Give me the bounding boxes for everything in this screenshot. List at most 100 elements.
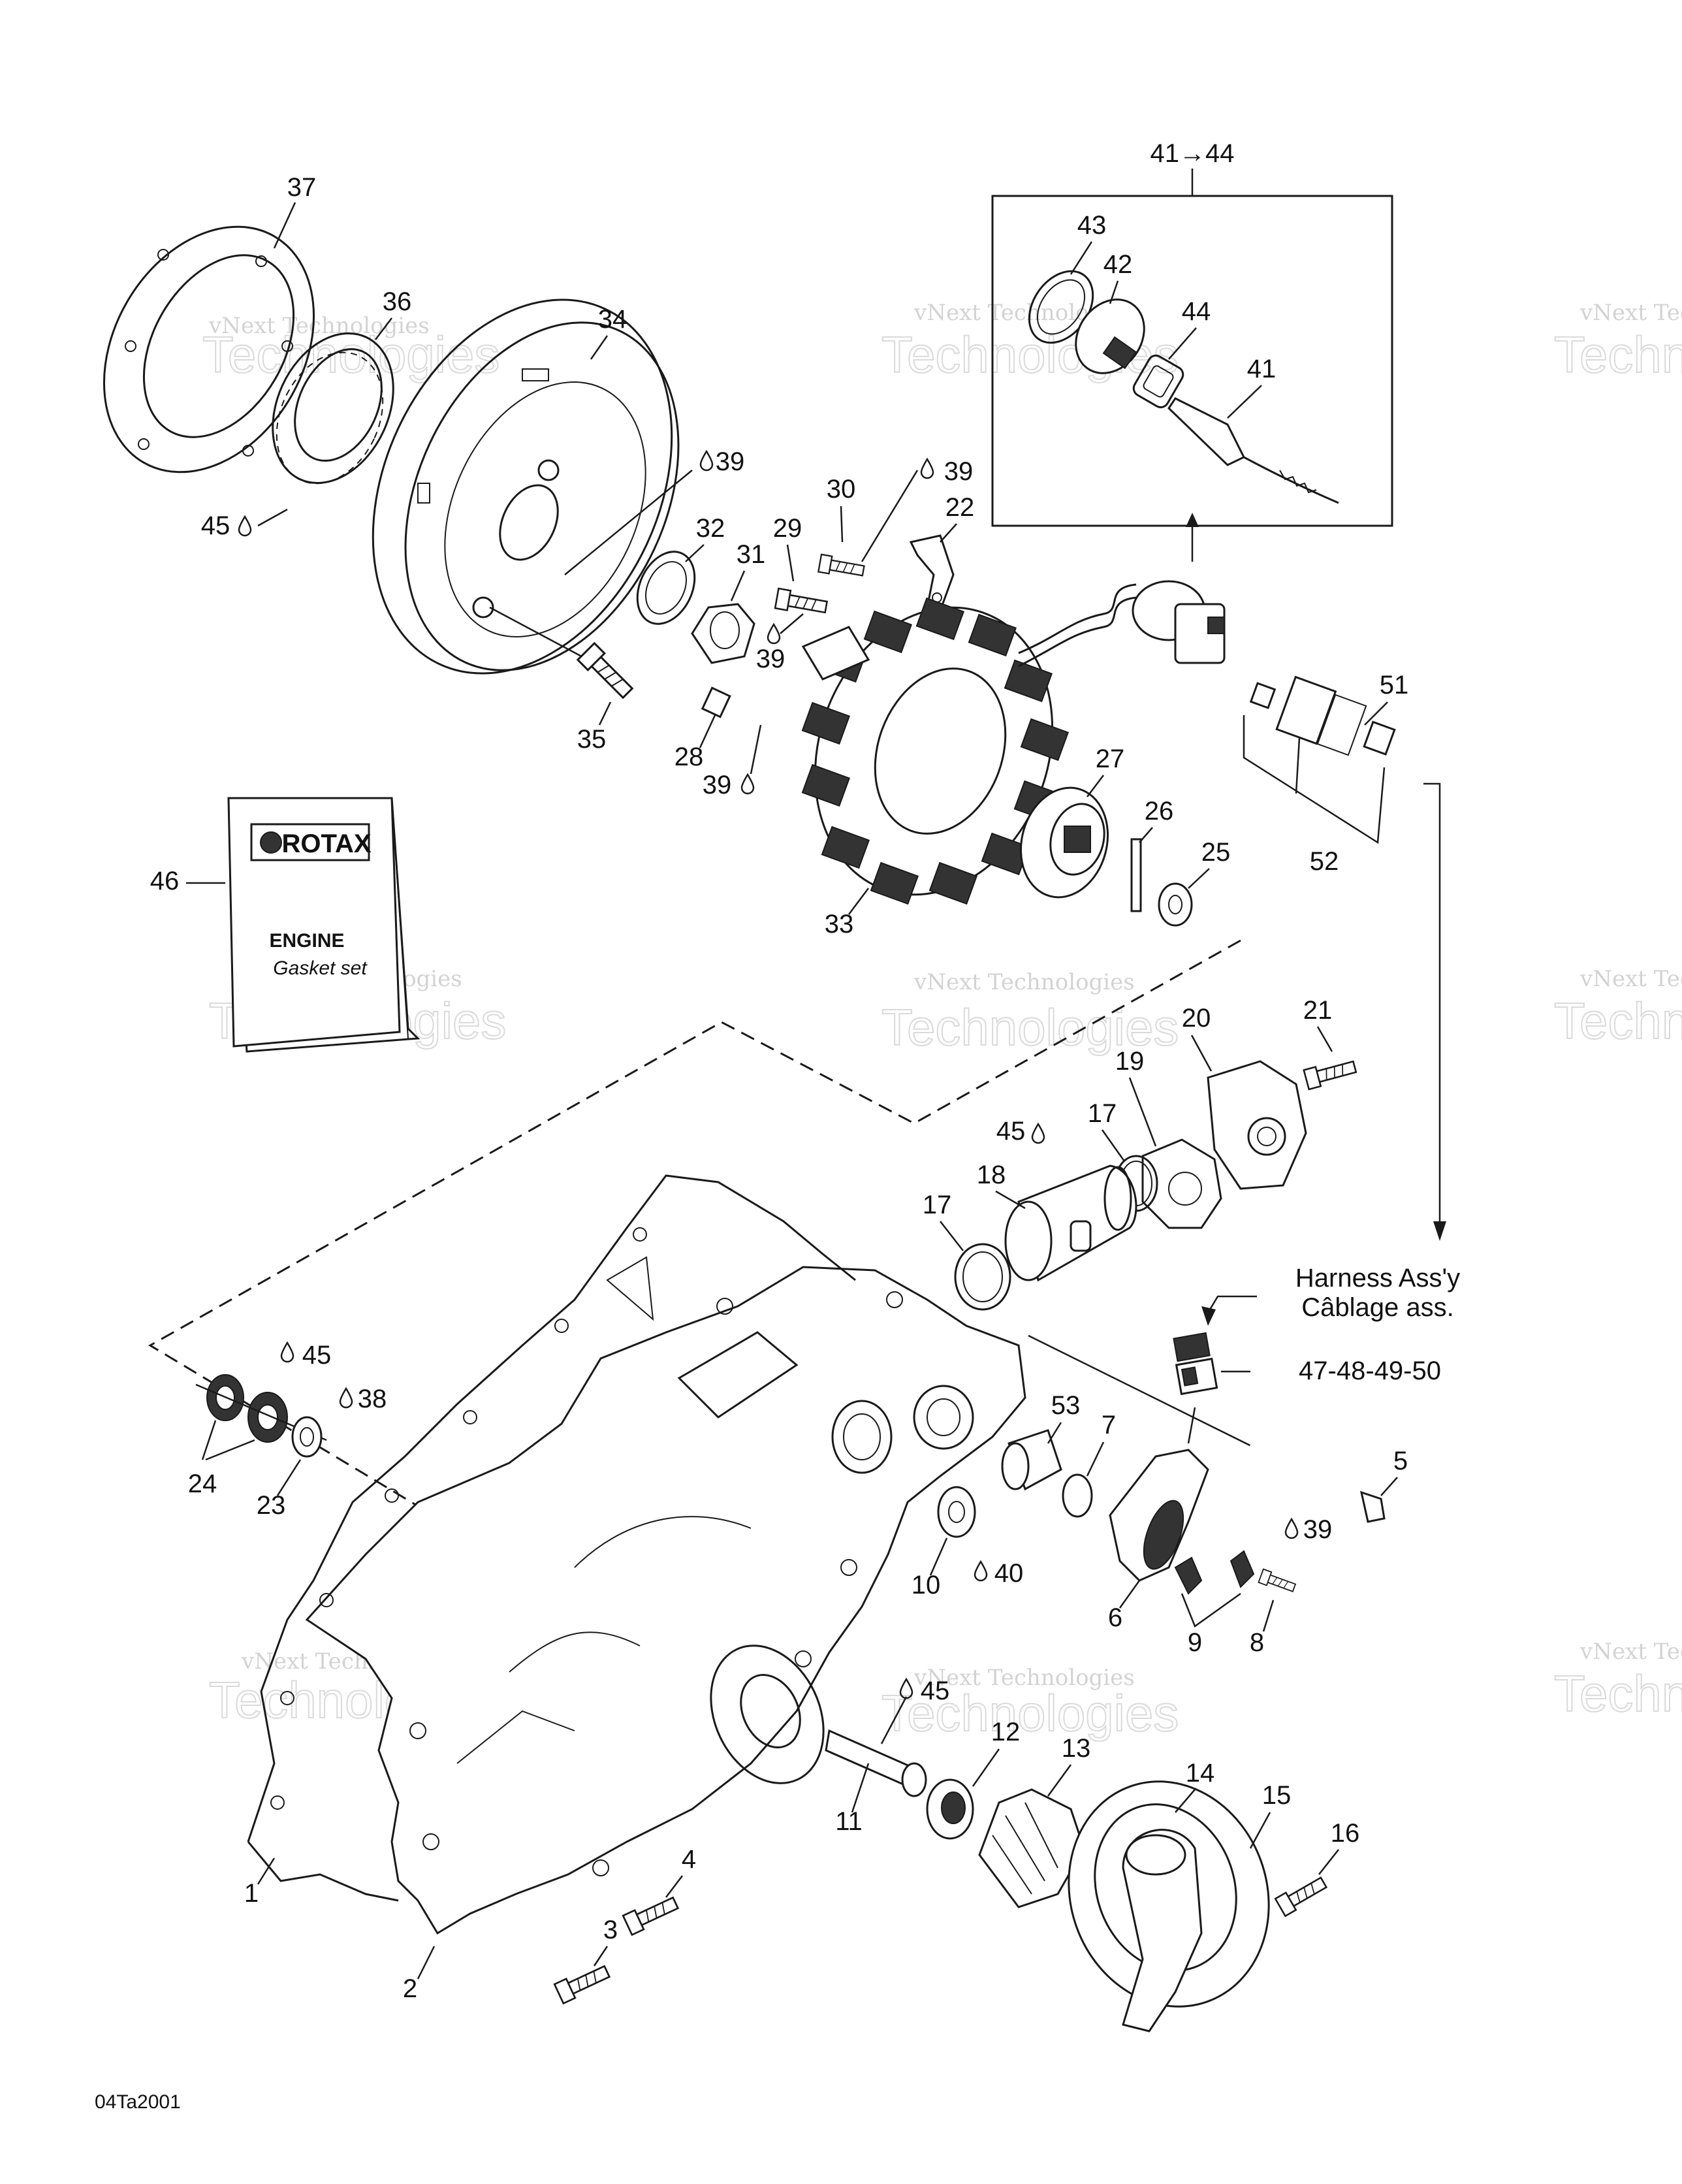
lube-drop-icon [920,458,934,479]
part-label: 38 [358,1385,387,1413]
lube-point-45: 45 [201,508,288,540]
lube-drop-icon [339,1387,353,1409]
harness-parts-label: 47-48-49-50 [1299,1357,1441,1385]
watermark-text: vNext Technologies [1579,300,1682,326]
lube-drop-icon [1284,1518,1299,1539]
flywheel-34: 34 [372,298,693,675]
part-label: 40 [994,1559,1024,1588]
part-label: 46 [150,867,180,895]
part-label: 11 [835,1807,863,1836]
part-label: 8 [1250,1628,1264,1657]
nut-31: 31 [691,540,765,664]
bracket-52: 52 [1243,715,1386,876]
housing-6: 6 [1108,1407,1209,1632]
part-label: 28 [674,743,704,771]
part-label: 7 [1102,1411,1116,1439]
manual-46: ROTAX ENGINE Gasket set 46 [150,797,420,1053]
part-label: 51 [1380,671,1409,699]
manual-subtitle: Gasket set [273,957,368,979]
part-label: 25 [1201,838,1231,867]
part-label: 32 [696,514,725,543]
part-label: 39 [703,771,732,799]
harness-title: Harness Ass'y [1295,1264,1460,1293]
pump-housing-14: 14 [1068,1759,1270,2032]
part-label: 33 [825,910,854,939]
harness-title-fr: Câblage ass. [1301,1293,1453,1322]
oring-7: 7 [1062,1411,1116,1518]
shims-9: 9 [1174,1550,1255,1657]
sleeve-18: 18 45 [977,1117,1137,1282]
part-label: 9 [1188,1628,1202,1657]
part-label: 39 [716,447,745,476]
bolt-21: 21 [1303,996,1358,1091]
part-label: 10 [912,1571,941,1599]
watermark-text: vNext Technologies [1579,1639,1682,1665]
bushing-23: 23 38 [257,1385,387,1520]
connector-51: 51 [1249,671,1409,756]
part-label: 45 [996,1117,1026,1146]
pin-26: 26 [1130,797,1173,912]
washer-25: 25 [1158,838,1231,927]
bolt-8: 8 39 [1250,1515,1332,1657]
watermark-text: vNext Technologies [208,313,430,339]
part-label: 39 [1303,1515,1333,1544]
bearings-24: 24 45 [188,1341,332,1498]
crankcase-cover-2: 2 [305,1266,1026,2003]
gasket-44 [1132,354,1184,409]
bolt-30: 30 39 [817,457,973,581]
watermark-text: Technologies [1554,1665,1682,1722]
bolt-29: 29 39 [756,514,829,673]
lube-drop-icon [238,515,252,537]
part-label: 17 [923,1191,952,1219]
watermark-text: Technologies [1554,326,1682,383]
part-label: 5 [1393,1447,1408,1475]
washer-32: 32 [636,514,725,625]
bolt-4: 4 [622,1845,696,1936]
bolt-16: 16 [1274,1819,1359,1918]
stator-cable [1018,580,1226,667]
part-label: 22 [945,493,975,522]
cover-20: 20 [1182,1004,1307,1190]
part-label: 17 [1088,1099,1117,1128]
lube-drop-icon [740,773,755,795]
part-label: 20 [1182,1004,1211,1033]
part-label: 39 [756,645,785,673]
lube-point-39: 39 [699,447,745,476]
part-label: 45 [921,1677,950,1705]
bolt-3: 3 [553,1916,618,2004]
watermark-text: vNext Technologies [1579,966,1682,992]
seal-12: 12 [926,1718,1021,1840]
part-label: 29 [773,514,802,543]
kit-41-44-box: 41→44 43 42 44 41 [991,139,1393,562]
part-label: 14 [1186,1759,1215,1788]
sensor-41 [1167,397,1246,466]
bolt-28: 28 39 [674,686,811,799]
part-label: 19 [1115,1047,1145,1076]
part-label: 6 [1108,1603,1122,1632]
part-label: 52 [1310,847,1339,876]
part-label: 42 [1103,250,1133,279]
part-label: 21 [1303,996,1333,1025]
watermark-text: Technologies [881,999,1179,1056]
watermark-text: Technologies [881,1684,1179,1742]
part-label: 2 [403,1974,417,2003]
watermark-text: vNext Technologies [913,969,1135,995]
part-label: 41 [1247,355,1277,383]
part-label: 15 [1262,1781,1292,1810]
part-label: 18 [977,1161,1006,1189]
part-label: 24 [188,1469,217,1498]
part-label: 27 [1096,745,1125,773]
part-label: 12 [991,1718,1021,1746]
lube-drop-icon [280,1341,294,1363]
part-label: 45 [302,1341,332,1370]
shaft-11: 11 45 [825,1677,950,1836]
seal-10: 10 40 [912,1486,1024,1599]
plug-15: 15 [1249,1781,1292,1849]
part-label: 3 [603,1916,618,1944]
part-label: 35 [577,725,607,754]
impeller-13: 13 [978,1734,1091,1908]
part-label: 13 [1062,1734,1091,1763]
bolt-5: 5 [1028,1334,1408,1523]
bushing-53: 53 [1001,1391,1080,1491]
